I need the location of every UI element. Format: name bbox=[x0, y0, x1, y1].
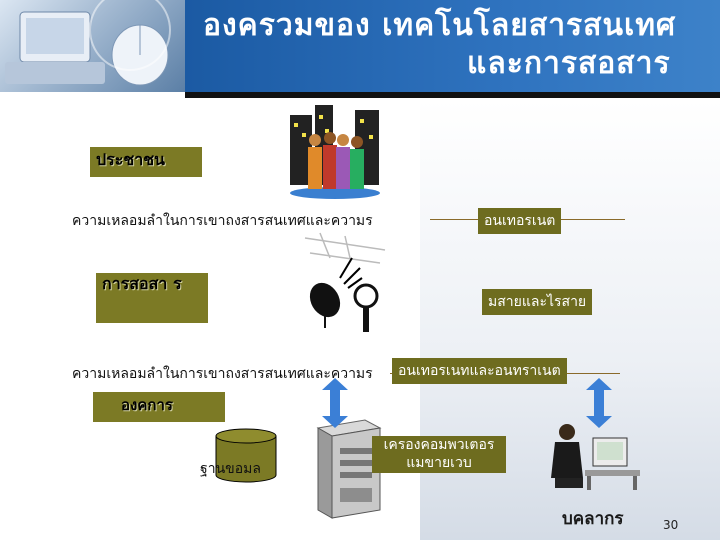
computer-mouse-photo-icon bbox=[5, 0, 171, 86]
internet-label: อนเทอรเนต bbox=[478, 208, 562, 234]
communication-box: การสอสา ร bbox=[96, 273, 208, 323]
people-box: ประชาชน bbox=[90, 147, 202, 177]
web-server-label: เครองคอมพวเตอร แมขายเวบ bbox=[372, 436, 506, 473]
header-divider bbox=[185, 92, 720, 98]
header-photo bbox=[0, 0, 185, 92]
double-arrow-left-icon bbox=[322, 378, 348, 428]
page-number: 30 bbox=[663, 518, 679, 532]
office-worker-computer-icon bbox=[551, 424, 640, 490]
server-computer-icon bbox=[316, 419, 382, 519]
double-arrow-right-icon bbox=[586, 378, 612, 428]
people-city-icon bbox=[290, 105, 380, 199]
personnel-label: บคลากร bbox=[562, 509, 624, 529]
database-cylinder-icon bbox=[215, 428, 277, 483]
divide-text-row-2: ความเหลอมลำในการเขาถงสารสนเทศและความร bbox=[72, 366, 373, 382]
database-label: ฐานขอมล bbox=[200, 461, 261, 477]
internet-intranet-label: อนเทอรเนทและอนทราเนต bbox=[392, 358, 567, 384]
organization-box: องคการ bbox=[93, 392, 225, 422]
satellite-antenna-icon bbox=[304, 232, 386, 332]
page-title-line-1: องครวมของ เทคโนโลยสารสนเทศ bbox=[203, 8, 677, 43]
wired-wireless-label: มสายและไรสาย bbox=[482, 289, 593, 315]
header-title-band: องครวมของ เทคโนโลยสารสนเทศ และการสอสาร bbox=[185, 0, 720, 92]
page-title-line-2: และการสอสาร bbox=[467, 46, 671, 81]
divide-text-row-1: ความเหลอมลำในการเขาถงสารสนเทศและความร bbox=[72, 213, 373, 229]
